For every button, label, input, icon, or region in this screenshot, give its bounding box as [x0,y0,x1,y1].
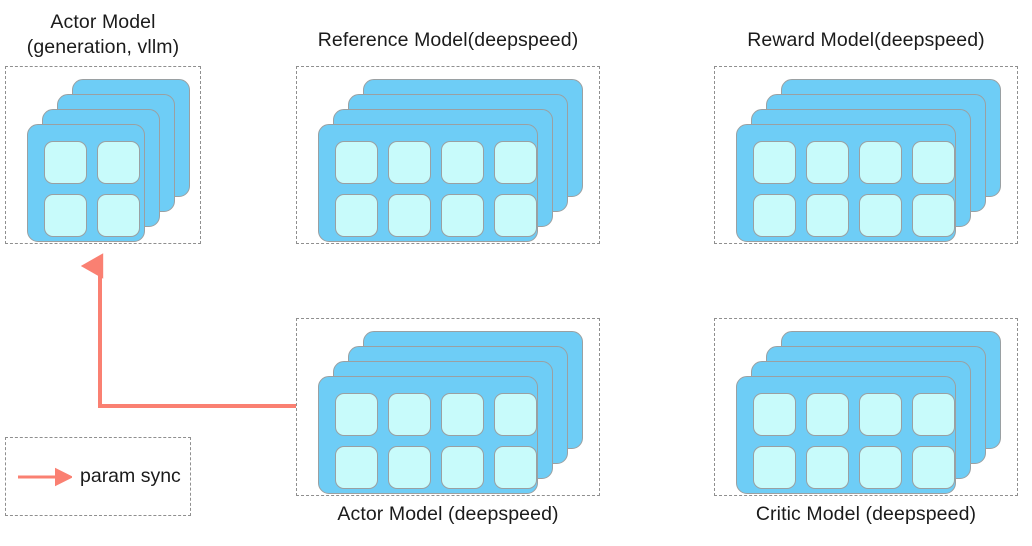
legend-box: param sync [5,437,191,516]
gpu-cell-grid [335,141,537,237]
group-title-reference-model: Reference Model(deepspeed) [317,29,579,51]
gpu-cell [859,194,902,237]
gpu-cell-grid [335,393,537,489]
gpu-cell-grid [44,141,140,237]
group-title-actor-vllm: Actor Model (generation, vllm) [26,11,180,58]
group-boundary-actor-deepspeed [296,318,600,496]
card-stack-reference-model [318,79,583,242]
gpu-cell [859,446,902,489]
gpu-cell [388,446,431,489]
stack-card [736,124,956,242]
group-boundary-reward-model [714,66,1018,244]
group-title-actor-deepspeed: Actor Model (deepspeed) [337,503,559,525]
gpu-cell [806,393,849,436]
stack-card [27,124,145,242]
group-title-critic-model: Critic Model (deepspeed) [755,503,977,525]
gpu-cell [335,393,378,436]
gpu-cell [335,446,378,489]
gpu-cell [753,141,796,184]
card-stack-actor-deepspeed [318,331,583,494]
gpu-cell [494,194,537,237]
group-title-reward-model: Reward Model(deepspeed) [747,29,985,51]
group-boundary-actor-vllm [5,66,201,244]
gpu-cell [388,393,431,436]
gpu-cell [494,393,537,436]
card-stack-actor-vllm [27,79,190,242]
gpu-cell [388,194,431,237]
gpu-cell [912,141,955,184]
gpu-cell-grid [753,393,955,489]
gpu-cell [912,446,955,489]
gpu-cell [97,141,140,184]
gpu-cell [912,194,955,237]
gpu-cell [494,141,537,184]
gpu-cell [859,393,902,436]
gpu-cell [388,141,431,184]
card-stack-reward-model [736,79,1001,242]
gpu-cell [494,446,537,489]
gpu-cell [753,194,796,237]
card-stack-critic-model [736,331,1001,494]
gpu-cell [441,194,484,237]
gpu-cell [806,141,849,184]
gpu-cell [335,141,378,184]
group-boundary-reference-model [296,66,600,244]
gpu-cell [441,141,484,184]
param-sync-legend-icon [18,467,72,486]
gpu-cell [806,194,849,237]
gpu-cell [441,393,484,436]
stack-card [318,124,538,242]
gpu-cell [97,194,140,237]
gpu-cell-grid [753,141,955,237]
gpu-cell [44,141,87,184]
gpu-cell [753,446,796,489]
gpu-cell [912,393,955,436]
stack-card [736,376,956,494]
gpu-cell [753,393,796,436]
param-sync-arrow [80,253,296,408]
group-boundary-critic-model [714,318,1018,496]
gpu-cell [806,446,849,489]
legend-label: param sync [80,465,181,487]
stack-card [318,376,538,494]
gpu-cell [441,446,484,489]
gpu-cell [859,141,902,184]
gpu-cell [44,194,87,237]
gpu-cell [335,194,378,237]
